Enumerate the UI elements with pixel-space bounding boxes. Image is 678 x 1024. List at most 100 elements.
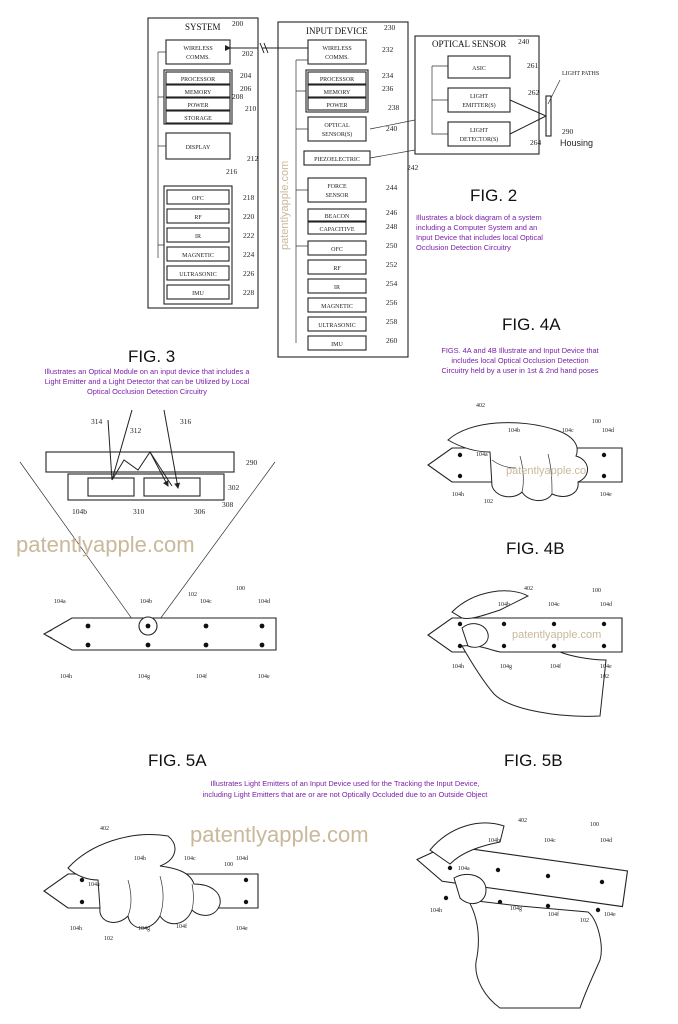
- svg-text:104c: 104c: [544, 838, 556, 844]
- input-wireless-label: WIRELESS: [322, 46, 351, 52]
- svg-text:402: 402: [518, 818, 527, 824]
- svg-text:104b: 104b: [134, 856, 146, 862]
- svg-text:260: 260: [386, 336, 398, 345]
- svg-text:402: 402: [476, 403, 485, 409]
- svg-text:256: 256: [386, 298, 398, 307]
- ref-261: 261: [527, 61, 539, 70]
- svg-text:Occlusion Detection Circuitry: Occlusion Detection Circuitry: [416, 243, 511, 252]
- system-ref-226: 226: [243, 269, 255, 278]
- system-magnetic-label: MAGNETIC: [182, 253, 214, 259]
- svg-text:104h: 104h: [70, 926, 82, 932]
- fig3-diagram: FIG. 3 Illustrates an Optical Module on …: [16, 347, 277, 680]
- svg-text:104b: 104b: [508, 428, 520, 434]
- fig4a-diagram: FIG. 4A FIGS. 4A and 4B Illustrate and I…: [427, 315, 623, 505]
- fig2-caption: Illustrates a block diagram of a system …: [416, 213, 543, 252]
- svg-text:312: 312: [130, 426, 142, 435]
- optical-sensor-ref: 240: [518, 37, 530, 46]
- fig3-refs: 314 312 316 290 302 308 104b 310 306: [72, 417, 258, 516]
- light-detector-label-2: DETECTOR(S): [460, 136, 499, 143]
- input-ultrasonic-label: ULTRASONIC: [318, 323, 355, 329]
- svg-text:244: 244: [386, 183, 398, 192]
- svg-text:104e: 104e: [600, 492, 612, 498]
- system-ir-label: IR: [195, 234, 201, 240]
- svg-text:236: 236: [382, 84, 394, 93]
- fig2-title: FIG. 2: [470, 186, 517, 205]
- system-ofc-label: OFC: [192, 196, 204, 202]
- svg-text:104g: 104g: [500, 664, 512, 670]
- light-detector-label-1: LIGHT: [470, 128, 488, 134]
- ref-262: 262: [528, 88, 540, 97]
- svg-text:104e: 104e: [600, 664, 612, 670]
- svg-text:Illustrates an Optical Module: Illustrates an Optical Module on an inpu…: [44, 367, 250, 376]
- system-sensor-list: OFC RF IR MAGNETIC ULTRASONIC IMU: [166, 189, 230, 300]
- svg-text:246: 246: [386, 208, 398, 217]
- optical-sensor-title: OPTICAL SENSOR: [432, 39, 506, 49]
- svg-text:250: 250: [386, 241, 398, 250]
- svg-text:102: 102: [188, 592, 197, 598]
- svg-text:104e: 104e: [258, 674, 270, 680]
- input-rf-label: RF: [333, 266, 341, 272]
- fig3-stylus: [42, 616, 277, 651]
- input-device-title: INPUT DEVICE: [306, 26, 368, 36]
- fig3-emitter: [87, 477, 135, 497]
- svg-text:290: 290: [246, 458, 258, 467]
- fig5-caption: Illustrates Light Emitters of an Input D…: [203, 779, 488, 799]
- svg-text:402: 402: [524, 586, 533, 592]
- system-sensor-group: [163, 185, 233, 305]
- svg-text:104d: 104d: [600, 838, 612, 844]
- system-ref-218: 218: [243, 193, 255, 202]
- svg-text:104h: 104h: [452, 664, 464, 670]
- svg-text:Circuitry held by a user in 1s: Circuitry held by a user in 1st & 2nd ha…: [442, 366, 599, 375]
- system-ultrasonic-label: ULTRASONIC: [179, 272, 216, 278]
- system-title: SYSTEM: [185, 22, 221, 32]
- input-imu-label: IMU: [331, 342, 343, 348]
- svg-text:104g: 104g: [138, 674, 150, 680]
- svg-text:258: 258: [386, 317, 398, 326]
- system-rf-label: RF: [194, 215, 202, 221]
- system-storage-label: STORAGE: [184, 116, 212, 122]
- svg-text:308: 308: [222, 500, 234, 509]
- svg-text:248: 248: [386, 222, 398, 231]
- svg-text:104e: 104e: [236, 926, 248, 932]
- svg-text:104f: 104f: [196, 673, 207, 680]
- input-force-label: FORCE: [327, 184, 347, 190]
- svg-text:100: 100: [236, 586, 245, 592]
- fig3-title: FIG. 3: [128, 347, 175, 366]
- svg-text:Optical Occlusion Detection Ci: Optical Occlusion Detection Circuitry: [87, 387, 207, 396]
- system-ref-216: 216: [226, 167, 238, 176]
- fig4b-hand: [451, 590, 607, 717]
- svg-text:including a Computer System an: including a Computer System and an: [416, 223, 537, 232]
- housing-shape: [545, 95, 552, 137]
- fig3-detector: [143, 477, 201, 497]
- system-ref-220: 220: [243, 212, 255, 221]
- svg-text:232: 232: [382, 45, 394, 54]
- input-ofc-label: OFC: [331, 247, 343, 253]
- svg-text:100: 100: [224, 862, 233, 868]
- system-ref-228: 228: [243, 288, 255, 297]
- svg-text:104b: 104b: [498, 602, 510, 608]
- system-ref-206: 206: [240, 84, 252, 93]
- system-ref-210: 210: [245, 104, 257, 113]
- ref-290: 290: [562, 127, 574, 136]
- svg-text:104f: 104f: [548, 911, 559, 918]
- svg-text:Illustrates Light Emitters of: Illustrates Light Emitters of an Input D…: [210, 779, 479, 788]
- svg-text:104f: 104f: [550, 663, 561, 670]
- fig4b-thumb: [461, 623, 489, 648]
- fig3-watermark: patentlyapple.com: [16, 532, 195, 557]
- svg-text:306: 306: [194, 507, 206, 516]
- fig4a-watermark: patentlyapple.co: [506, 465, 586, 477]
- fig5b-refs: 402 104b 104c 100 104d 104a 104h 104g 10…: [430, 818, 616, 924]
- system-ref-208: 208: [232, 92, 244, 101]
- input-sensors-label: SENSOR(S): [322, 131, 352, 138]
- svg-text:102: 102: [580, 918, 589, 924]
- system-display-label: DISPLAY: [186, 145, 211, 151]
- fig3-caption: Illustrates an Optical Module on an inpu…: [44, 367, 250, 396]
- system-memory-block: [165, 84, 231, 98]
- svg-text:252: 252: [386, 260, 398, 269]
- system-memory-label: MEMORY: [185, 90, 212, 96]
- system-ref-222: 222: [243, 231, 255, 240]
- svg-text:102: 102: [600, 674, 609, 680]
- system-wireless-block: [165, 39, 231, 65]
- svg-text:234: 234: [382, 71, 394, 80]
- fig2-vertical-watermark: patentlyapple.com: [279, 161, 291, 250]
